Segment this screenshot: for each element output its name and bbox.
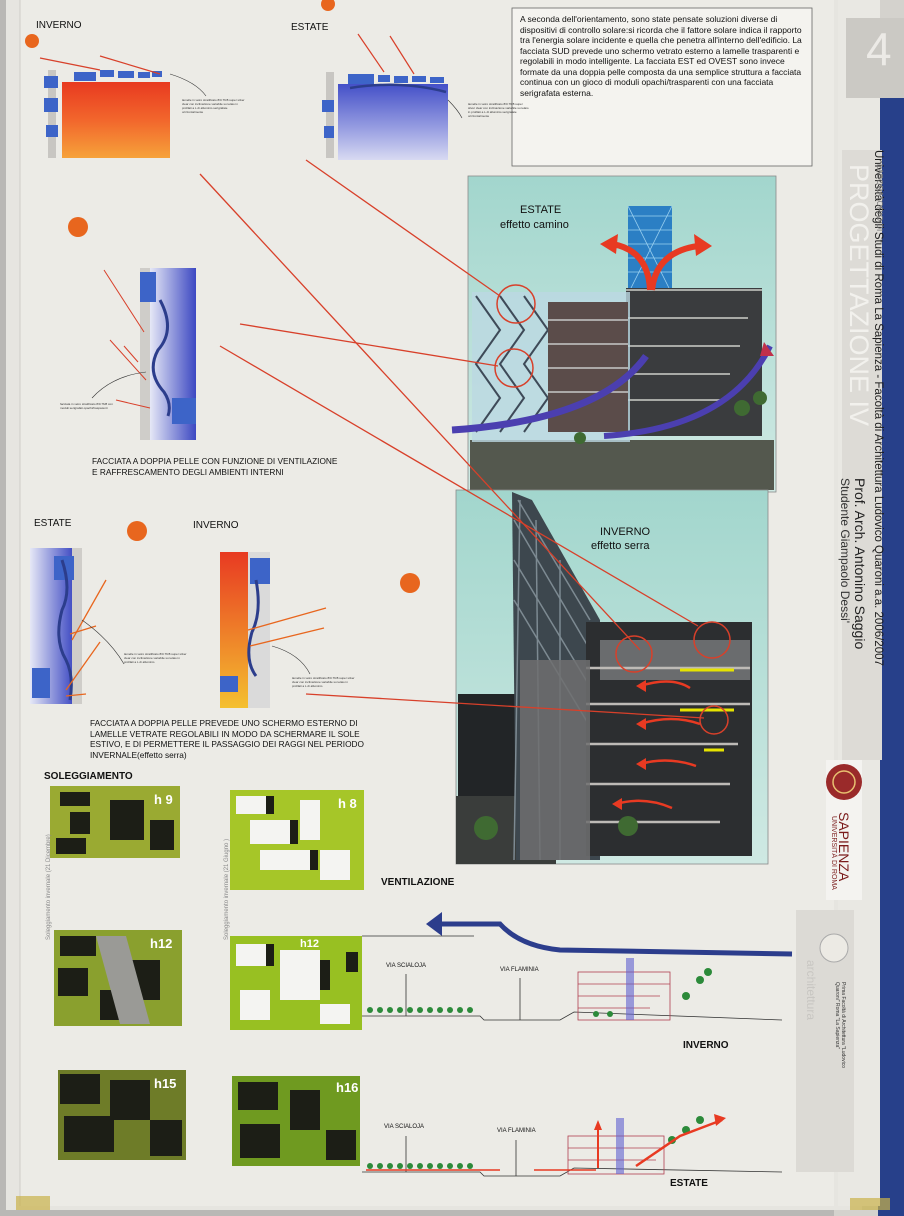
top-inverno-label: INVERNO <box>36 20 82 31</box>
soleggiamento-side-label-left: Soleggiamento invernale (21 Dicembre) <box>46 834 52 940</box>
top-estate-label: ESTATE <box>291 22 329 33</box>
section-inverno-label: INVERNO <box>683 1040 729 1051</box>
via-flaminia-label: VIA FLAMINIA <box>497 1128 536 1134</box>
via-flaminia-label: VIA FLAMINIA <box>500 967 539 973</box>
hour-label: h12 <box>300 938 319 950</box>
sapienza-subtitle: UNIVERSITÀ DI ROMA <box>830 816 837 890</box>
description-text: A seconda dell'orientamento, sono state … <box>520 14 802 98</box>
double-skin-note-right: lamelle in vetro stratificato 8/0.76/8 s… <box>292 676 355 688</box>
render-inverno-subtitle: effetto serra <box>591 540 650 552</box>
architettura-logo-text: architettura <box>804 960 818 1021</box>
sapienza-name: SAPIENZA <box>836 812 852 882</box>
soleggiamento-title: SOLEGGIAMENTO <box>44 771 133 782</box>
ventilazione-label: VENTILAZIONE <box>381 877 455 888</box>
sheet-number: 4 <box>866 23 892 75</box>
double-skin-inverno-label: INVERNO <box>193 520 239 531</box>
via-scialoja-label: VIA SCIALOJA <box>386 963 427 969</box>
mid-diagram-caption: FACCIATA A DOPPIA PELLE CON FUNZIONE DI … <box>92 456 338 477</box>
hour-label: h12 <box>150 936 173 951</box>
double-skin-estate-label: ESTATE <box>34 518 72 529</box>
double-skin-caption: FACCIATA A DOPPIA PELLE PREVEDE UNO SCHE… <box>90 718 365 760</box>
lab-label: LABORATORIO DI <box>875 164 884 232</box>
render-inverno-title: INVERNO <box>600 526 651 538</box>
student-line: Studente Giampaolo Dessi' <box>838 478 852 624</box>
soleggiamento-side-label-right: Soleggiamento invernale (21 Giugno ) <box>224 838 230 940</box>
course-title: PROGETTAZIONE IV <box>844 164 874 427</box>
faculty-text: Prima Facoltà di Architettura "Ludovico … <box>834 982 846 1068</box>
hour-label: h16 <box>336 1080 359 1095</box>
hour-label: h 8 <box>338 796 357 811</box>
hour-label: h15 <box>154 1076 177 1091</box>
via-scialoja-label: VIA SCIALOJA <box>384 1124 425 1130</box>
sun-maps <box>50 786 364 1166</box>
top-note-right: lamelle in vetro stratificato 8/0.76/8 s… <box>468 102 529 118</box>
mid-diagram-note: facciata in vetro stratificato 8/0.76/8 … <box>60 402 113 410</box>
render-estate-title: ESTATE <box>520 204 562 216</box>
hour-label: h 9 <box>154 792 173 807</box>
top-note-left: lamelle in vetro stratificato 8/0.76/8 s… <box>182 98 245 114</box>
render-estate-subtitle: effetto camino <box>500 219 569 231</box>
section-estate-label: ESTATE <box>670 1178 708 1189</box>
professor-line: Prof. Arch. Antonino Saggio <box>852 478 868 650</box>
orange-dots <box>25 0 420 593</box>
double-skin-note-left: lamelle in vetro stratificato 8/0.76/8 s… <box>124 652 187 664</box>
